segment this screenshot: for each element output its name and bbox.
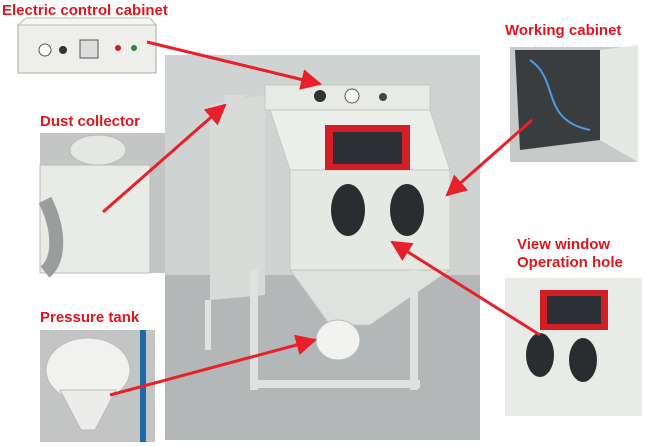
inset-indicator-light-icon-2 [131, 45, 137, 51]
arrow-icon [445, 118, 533, 197]
inset-dust-collector [38, 133, 165, 278]
inset-working-cabinet [510, 45, 638, 162]
operation-hole-right [390, 184, 424, 236]
label-text: Electric control cabinet [2, 2, 168, 19]
label-text: Dust collector [40, 113, 141, 130]
inset-electric-control-cabinet [16, 17, 158, 74]
inset-display [79, 39, 99, 59]
cabinet-switch-icon [379, 93, 387, 101]
cabinet-gauge-icon [314, 90, 326, 102]
arrow-icon [102, 103, 227, 214]
cabinet-leg-base [250, 380, 420, 388]
dust-collector-outlet [225, 95, 245, 109]
arrow-icon [109, 334, 318, 397]
cabinet-side-left [210, 95, 265, 300]
cabinet-leg-front-left [250, 270, 258, 390]
label-view-window: View window [517, 236, 611, 253]
cabinet-leg-left [205, 300, 211, 350]
label-dust-collector: Dust collector [40, 113, 140, 131]
label-pressure-tank: Pressure tank [40, 309, 139, 327]
view-window-glass [333, 132, 402, 164]
operation-hole-left [331, 184, 365, 236]
pressure-tank-body [315, 319, 361, 361]
label-operation-hole: Operation hole [517, 254, 623, 271]
cabinet-leg-front-right [410, 270, 418, 390]
inset-switch-icon [59, 46, 67, 54]
hose [38, 196, 64, 278]
inset-pressure-tank [40, 330, 155, 442]
inset-view-window [505, 278, 642, 416]
cabinet-front [289, 169, 451, 271]
label-electric-control-cabinet: Electric control cabinet [2, 2, 168, 20]
label-working-cabinet: Working cabinet [505, 22, 621, 40]
label-view-window-operation-hole: View window Operation hole [517, 236, 623, 272]
inset-indicator-light-icon [115, 45, 121, 51]
arrow-icon [146, 40, 323, 90]
cabinet-gauge-icon-2 [344, 88, 360, 104]
inset-gauge-icon [38, 43, 52, 57]
label-text: Working cabinet [505, 22, 622, 39]
label-text: Pressure tank [40, 309, 140, 326]
arrow-icon [390, 240, 541, 337]
